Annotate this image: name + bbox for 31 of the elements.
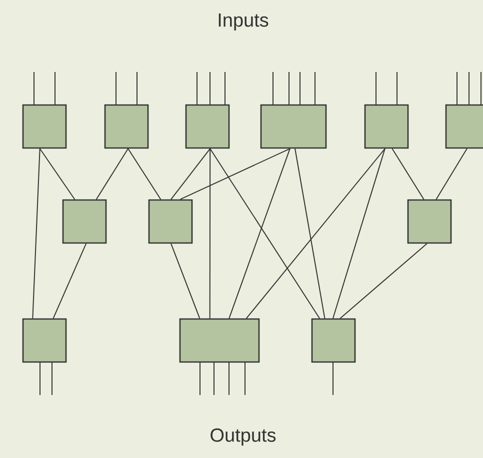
connector-line (32, 148, 40, 319)
connector-line (128, 148, 162, 200)
block-box (22, 104, 67, 149)
connector-line (39, 148, 76, 200)
block-box (148, 199, 193, 244)
connector-line (210, 148, 320, 319)
block-box (311, 318, 356, 363)
block-box (445, 104, 483, 149)
connector-line (332, 148, 386, 319)
block-box (407, 199, 452, 244)
connector-line (209, 148, 211, 319)
block-box (62, 199, 107, 244)
block-box (179, 318, 260, 363)
connector-line (228, 148, 290, 319)
block-box (364, 104, 409, 149)
connector-line (170, 243, 200, 319)
connector-line (180, 148, 290, 200)
connector-line (294, 148, 326, 319)
connector-line (392, 148, 424, 200)
heading-label: Outputs (210, 428, 276, 446)
heading-label: Inputs (218, 14, 268, 30)
connector-line (246, 148, 386, 319)
connector-line (96, 148, 129, 200)
connector-line (52, 243, 87, 319)
block-box (22, 318, 67, 363)
block-box (104, 104, 149, 149)
connector-line (170, 148, 211, 200)
block-box (185, 104, 230, 149)
connector-line (436, 148, 468, 200)
connector-line (340, 243, 428, 319)
block-box (260, 104, 327, 149)
